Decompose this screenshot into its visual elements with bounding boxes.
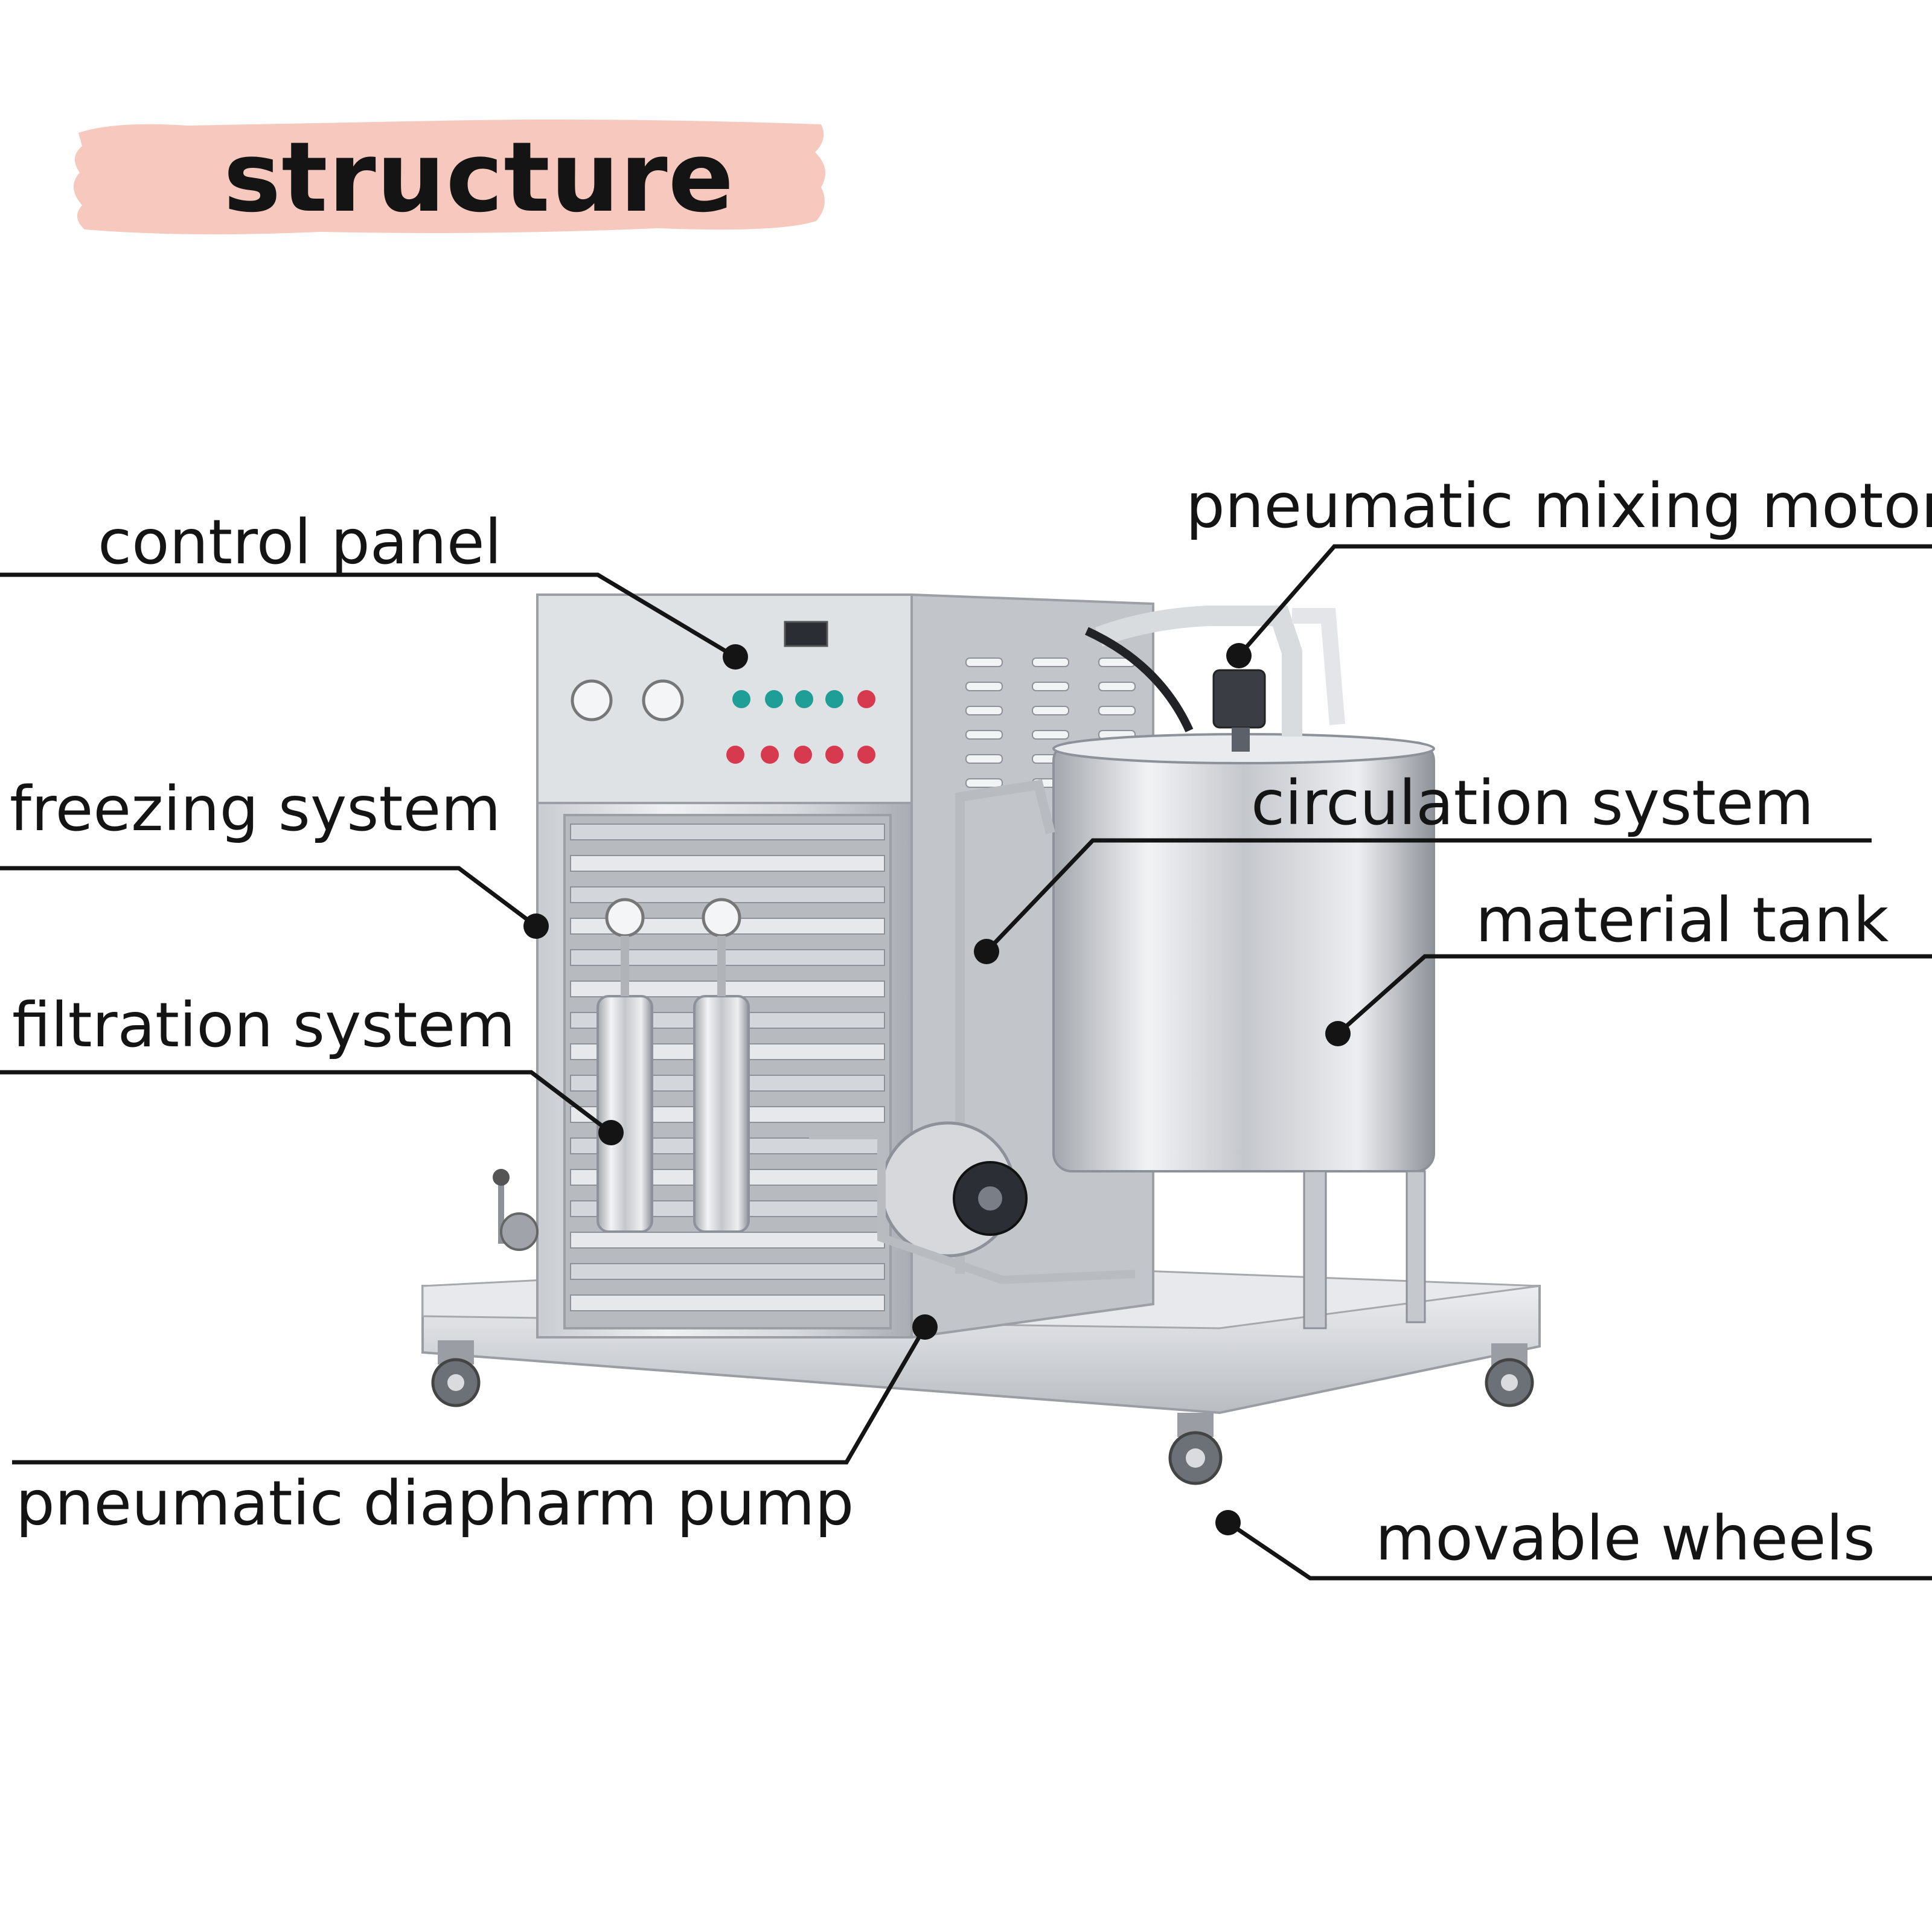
louver-slat bbox=[570, 855, 885, 872]
vent-slot bbox=[965, 730, 1003, 740]
louver-slat bbox=[570, 824, 885, 840]
vent-slot bbox=[1032, 730, 1069, 740]
button-row-top bbox=[732, 690, 875, 708]
circulation-pipe bbox=[955, 779, 1055, 1274]
leader-control-panel bbox=[0, 572, 737, 659]
leader-mixing-motor bbox=[1237, 544, 1932, 657]
leader-filtration-system bbox=[0, 1070, 613, 1134]
louver-slat bbox=[570, 1294, 885, 1311]
label-circulation-system: circulation system bbox=[1251, 767, 1814, 839]
pressure-gauge-icon bbox=[642, 679, 684, 721]
marker-filtration-system bbox=[598, 1120, 624, 1145]
louver-slat bbox=[570, 1232, 885, 1249]
title-highlight-band bbox=[73, 120, 826, 235]
leader-circulation-system bbox=[985, 838, 1872, 953]
label-filtration-system: filtration system bbox=[12, 990, 516, 1061]
vent-slot bbox=[1032, 682, 1069, 691]
control-panel-box bbox=[536, 593, 913, 804]
label-pneumatic-diapharm-pump: pneumatic diapharm pump bbox=[16, 1468, 854, 1540]
label-pneumatic-mixing-motor: pneumatic mixing motor bbox=[1186, 470, 1932, 542]
vent-slot bbox=[965, 754, 1003, 764]
diagram-title: structure bbox=[223, 121, 735, 234]
vent-slot bbox=[1098, 682, 1136, 691]
diaphragm-pump bbox=[809, 1121, 1136, 1285]
filter-housing-left bbox=[597, 898, 653, 1233]
leader-movable-wheels bbox=[1227, 1521, 1932, 1581]
digital-display bbox=[784, 621, 828, 647]
label-movable-wheels: movable wheels bbox=[1375, 1503, 1875, 1575]
label-control-panel: control panel bbox=[98, 507, 502, 578]
marker-material-tank bbox=[1325, 1021, 1351, 1046]
marker-diapharm-pump bbox=[912, 1314, 938, 1340]
caster-wheel-front bbox=[1168, 1413, 1223, 1485]
label-freezing-system: freezing system bbox=[10, 773, 501, 845]
vent-slot bbox=[1098, 706, 1136, 715]
valve-handle bbox=[493, 1169, 539, 1251]
marker-control-panel bbox=[723, 644, 748, 670]
button-row-bottom bbox=[726, 746, 875, 764]
leader-material-tank bbox=[1336, 954, 1932, 1035]
material-tank-body bbox=[1052, 733, 1435, 1329]
pressure-gauge-icon bbox=[571, 679, 613, 721]
caster-wheel-left bbox=[431, 1340, 481, 1407]
marker-circulation-system bbox=[974, 939, 999, 964]
vent-slot bbox=[965, 682, 1003, 691]
vent-slot bbox=[1032, 706, 1069, 715]
label-material-tank: material tank bbox=[1476, 884, 1889, 956]
vent-slot bbox=[965, 778, 1003, 788]
leader-diapharm-pump bbox=[12, 1326, 927, 1465]
filter-housing-right bbox=[693, 898, 750, 1233]
marker-freezing-system bbox=[523, 913, 549, 939]
leader-freezing-system bbox=[0, 866, 538, 928]
caster-wheel-right bbox=[1485, 1343, 1534, 1407]
marker-mixing-motor bbox=[1226, 643, 1252, 668]
louver-slat bbox=[570, 1263, 885, 1280]
vent-slot bbox=[1032, 657, 1069, 667]
vent-slot bbox=[965, 657, 1003, 667]
mixing-motor-assembly bbox=[1085, 606, 1345, 752]
vent-slot bbox=[965, 706, 1003, 715]
marker-movable-wheels bbox=[1215, 1510, 1241, 1535]
